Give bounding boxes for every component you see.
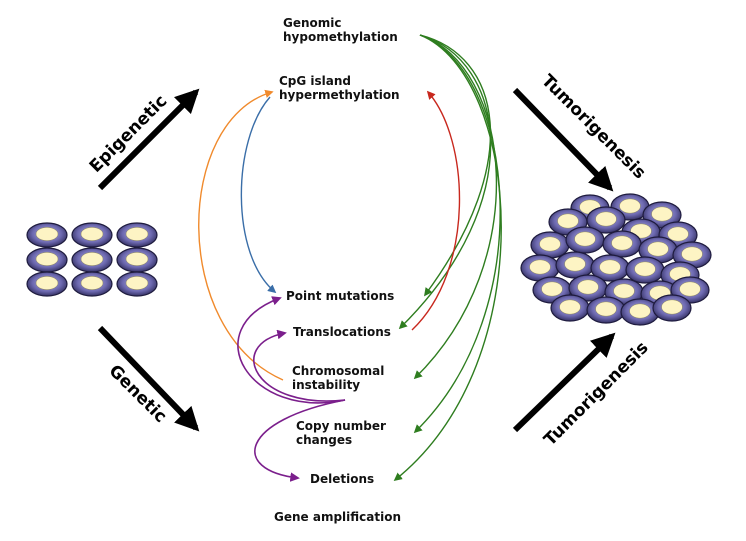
cpg-island-hypermethylation-label: CpG island hypermethylation bbox=[279, 74, 400, 102]
tumor-cell bbox=[625, 256, 665, 284]
tumor-cell bbox=[555, 251, 595, 279]
normal-cell bbox=[71, 222, 113, 248]
tumor-cell bbox=[550, 294, 590, 322]
normal-cells-grid bbox=[26, 222, 158, 297]
hypomethylation-arrows bbox=[393, 34, 502, 482]
genetic-arrow bbox=[97, 325, 200, 432]
epigenetic-arrow bbox=[97, 88, 200, 191]
tumor-cell bbox=[620, 298, 660, 326]
purple-arrow-translocations bbox=[253, 329, 346, 402]
tumor-cell bbox=[652, 294, 692, 322]
normal-cell bbox=[26, 247, 68, 273]
gene-amplification-label: Gene amplification bbox=[274, 510, 402, 524]
normal-cell bbox=[26, 271, 68, 297]
blue-arrow-cpg-to-point-mutations bbox=[240, 96, 277, 294]
orange-arrow-chromosomal-to-cpg bbox=[198, 89, 284, 381]
translocations-label: Translocations bbox=[293, 325, 391, 339]
green-arrow-translocations bbox=[398, 34, 492, 330]
tumor-cell bbox=[586, 206, 626, 234]
tumor-cell bbox=[586, 296, 626, 324]
chromosomal-instability-label: Chromosomal instability bbox=[292, 364, 385, 392]
tumor-cell bbox=[520, 254, 560, 282]
normal-cell bbox=[116, 271, 158, 297]
green-arrow-chromosomal-instability bbox=[413, 34, 497, 380]
copy-number-changes-label: Copy number changes bbox=[296, 419, 386, 447]
genomic-hypomethylation-label: Genomic hypomethylation bbox=[283, 16, 398, 44]
tumor-cells-cluster bbox=[520, 193, 712, 326]
red-arrow-translocations-to-cpg bbox=[411, 90, 461, 331]
point-mutations-label: Point mutations bbox=[286, 289, 395, 303]
purple-arrow-deletions bbox=[254, 399, 346, 482]
green-arrow-point-mutations bbox=[419, 34, 492, 297]
green-arrow-deletions bbox=[393, 34, 502, 482]
tumorigenesis-top-arrow bbox=[512, 87, 614, 192]
normal-cell bbox=[26, 222, 68, 248]
tumor-cell bbox=[590, 254, 630, 282]
normal-cell bbox=[116, 222, 158, 248]
tumor-cell bbox=[565, 226, 605, 254]
tumor-cell bbox=[638, 236, 678, 264]
normal-cell bbox=[116, 247, 158, 273]
tumorigenesis-bottom-arrow bbox=[512, 332, 616, 433]
deletions-label: Deletions bbox=[310, 472, 375, 486]
normal-cell bbox=[71, 247, 113, 273]
normal-cell bbox=[71, 271, 113, 297]
purple-arrow-point-mutations bbox=[237, 296, 346, 404]
tumor-cell bbox=[602, 230, 642, 258]
genetic-loop-arrows bbox=[237, 296, 346, 482]
